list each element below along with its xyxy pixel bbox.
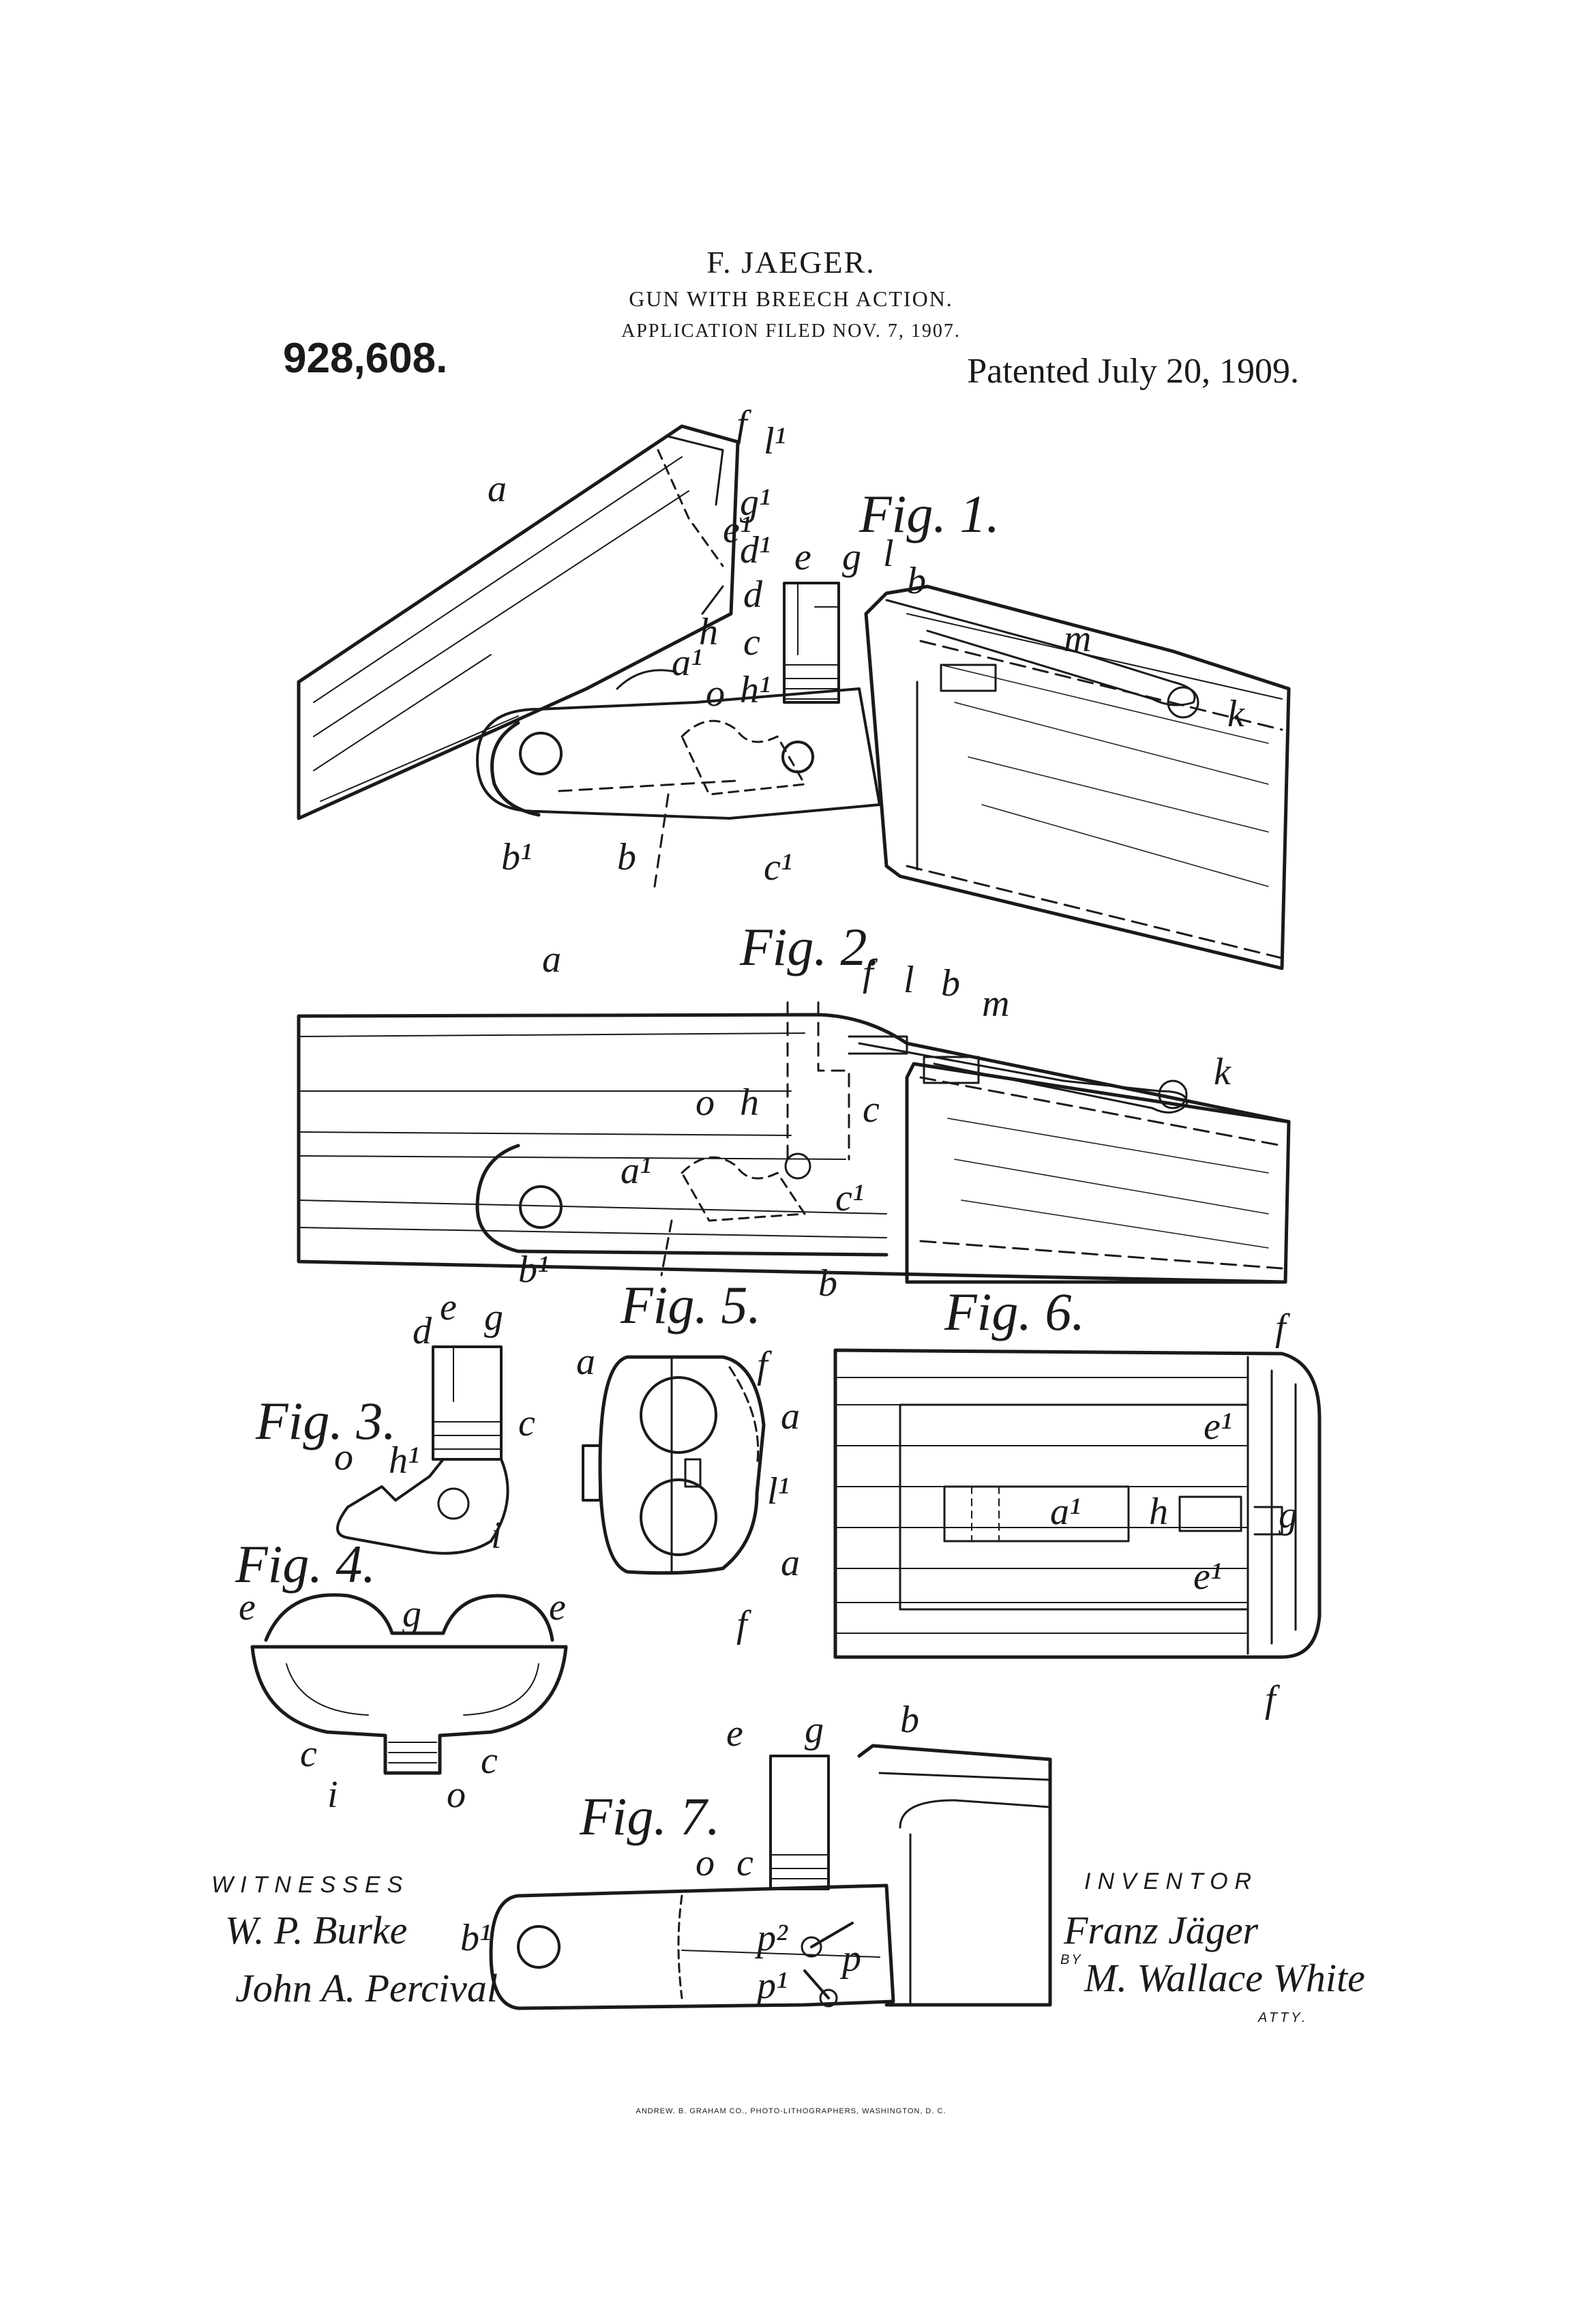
fig7-part-p: p	[839, 1937, 861, 1980]
figure-1	[299, 426, 1289, 968]
fig4-part-g: g	[402, 1593, 421, 1635]
fig2-part-labels: a f l b m k o h c a¹ c¹ b¹ b	[518, 938, 1232, 1305]
by-caption: BY	[1060, 1952, 1083, 1967]
fig2-part-l: l	[904, 959, 914, 1001]
fig6-part-e1-bottom: e¹	[1193, 1555, 1222, 1598]
fig1-part-b: b	[617, 836, 636, 878]
fig1-part-h1: h¹	[740, 669, 771, 711]
fig7-part-p1: p¹	[754, 1965, 788, 2007]
fig4-part-i: i	[327, 1774, 338, 1816]
fig6-part-g: g	[1279, 1494, 1298, 1536]
fig6-label: Fig. 6.	[944, 1282, 1085, 1341]
fig3-part-d: d	[413, 1310, 432, 1352]
fig4-part-e-right: e	[549, 1586, 566, 1628]
fig3-part-i: i	[491, 1515, 502, 1557]
atty-caption: ATTY.	[1257, 2010, 1308, 2025]
attorney-signature: M. Wallace White	[1084, 1956, 1365, 2000]
fig4-part-c-right: c	[481, 1740, 498, 1782]
fig4-part-c-left: c	[300, 1733, 317, 1775]
signature-block: WITNESSES W. P. Burke John A. Percival I…	[211, 1868, 1365, 2025]
fig1-part-a: a	[488, 468, 507, 510]
fig5-part-f-bottom: f	[736, 1603, 752, 1645]
witnesses-caption: WITNESSES	[211, 1872, 409, 1898]
printer-credit: ANDREW. B. GRAHAM CO., PHOTO-LITHOGRAPHE…	[0, 2107, 1582, 2115]
witness-signature-2: John A. Percival	[235, 1966, 498, 2010]
fig7-part-b1: b¹	[460, 1917, 491, 1959]
fig1-part-e: e	[794, 536, 811, 578]
fig2-part-k: k	[1214, 1051, 1232, 1093]
figure-2	[299, 1002, 1289, 1282]
fig2-part-o: o	[696, 1082, 715, 1124]
fig6-part-a1: a¹	[1050, 1491, 1081, 1533]
fig3-part-c: c	[518, 1402, 535, 1444]
fig7-part-o: o	[696, 1842, 715, 1884]
fig6-part-a-bottom: a	[781, 1542, 800, 1584]
inventor-caption: INVENTOR	[1084, 1868, 1258, 1894]
fig3-part-o: o	[334, 1436, 353, 1478]
fig7-part-g: g	[805, 1709, 824, 1751]
fig1-part-a1: a¹	[672, 642, 702, 684]
fig6-part-f-bottom: f	[1265, 1678, 1281, 1720]
fig3-label: Fig. 3.	[255, 1391, 396, 1450]
fig7-part-c: c	[736, 1842, 753, 1884]
fig2-part-c: c	[863, 1088, 880, 1131]
fig1-part-l1: l¹	[764, 420, 786, 462]
fig2-part-a: a	[542, 938, 561, 981]
fig2-part-c1: c¹	[835, 1177, 864, 1219]
fig4-part-e-left: e	[239, 1586, 256, 1628]
fig2-part-b1: b¹	[518, 1249, 549, 1291]
fig1-part-b-top: b	[907, 560, 926, 602]
fig7-part-p2: p²	[754, 1917, 788, 1959]
fig1-part-c: c	[743, 621, 760, 664]
fig6-part-h: h	[1149, 1491, 1168, 1533]
fig1-part-l: l	[883, 533, 894, 575]
fig7-label: Fig. 7.	[579, 1787, 720, 1846]
fig6-part-e1-top: e¹	[1204, 1405, 1232, 1448]
fig6-part-a-top: a	[781, 1395, 800, 1437]
inventor-signature: Franz Jäger	[1063, 1908, 1259, 1952]
fig2-part-a1: a¹	[621, 1150, 651, 1192]
fig1-part-labels: a f l¹ g¹ e¹ d¹ e g l b d m c h a¹ h¹ o …	[488, 403, 1245, 889]
fig2-part-b-top: b	[941, 962, 960, 1004]
fig7-part-b: b	[900, 1699, 919, 1741]
fig1-part-f: f	[736, 403, 752, 445]
witness-signature-1: W. P. Burke	[225, 1908, 407, 1952]
fig5-part-f-top: f	[757, 1344, 773, 1386]
fig1-part-o: o	[706, 672, 725, 715]
fig2-part-m: m	[982, 983, 1009, 1025]
fig2-part-b: b	[818, 1262, 837, 1305]
fig7-part-e: e	[726, 1712, 743, 1755]
fig1-label: Fig. 1.	[859, 484, 1000, 543]
fig1-part-g: g	[842, 536, 861, 578]
fig5-label: Fig. 5.	[620, 1275, 761, 1335]
fig4-part-o: o	[447, 1774, 466, 1816]
fig3-part-g: g	[484, 1296, 503, 1339]
fig3-part-h1: h¹	[389, 1440, 419, 1482]
figure-5	[583, 1357, 764, 1573]
fig1-part-m: m	[1064, 618, 1091, 660]
fig1-part-k: k	[1227, 693, 1245, 735]
fig2-part-h: h	[740, 1082, 759, 1124]
fig5-part-l1: l¹	[767, 1470, 789, 1513]
fig5-part-a: a	[576, 1341, 595, 1383]
fig1-part-d: d	[743, 573, 763, 616]
fig1-part-b1: b¹	[501, 836, 532, 878]
fig1-part-d1: d¹	[740, 529, 771, 571]
fig2-label: Fig. 2.	[739, 917, 880, 977]
fig1-part-c1: c¹	[764, 846, 792, 889]
fig7-part-labels: e g b o c b¹ p² p p¹	[460, 1699, 919, 2007]
fig3-part-e: e	[440, 1286, 457, 1328]
fig4-label: Fig. 4.	[235, 1534, 376, 1594]
fig6-part-f-top: f	[1275, 1307, 1291, 1349]
